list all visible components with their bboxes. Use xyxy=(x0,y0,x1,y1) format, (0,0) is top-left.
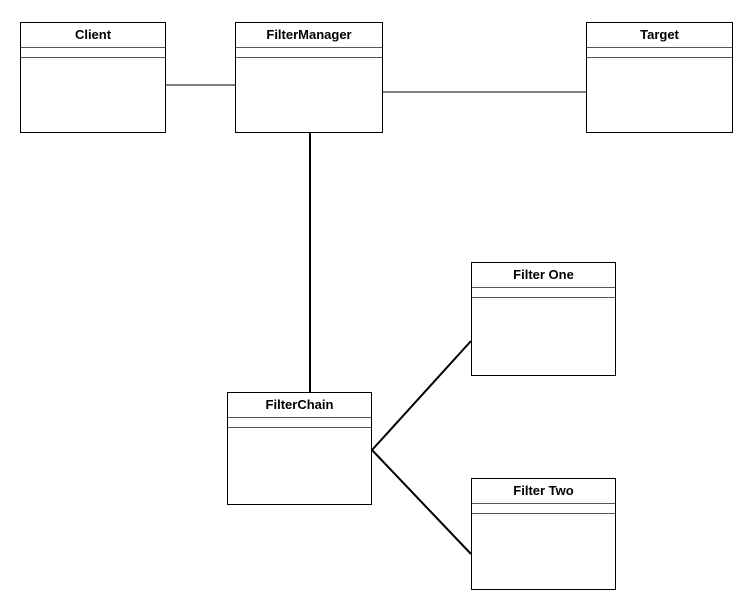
class-name-filter-chain: FilterChain xyxy=(228,393,371,418)
class-name-filter-one: Filter One xyxy=(472,263,615,288)
class-name-target: Target xyxy=(587,23,732,48)
class-box-filter-chain[interactable]: FilterChain xyxy=(227,392,372,505)
class-name-filter-two: Filter Two xyxy=(472,479,615,504)
class-operations-filter-manager xyxy=(236,58,382,132)
class-operations-filter-two xyxy=(472,514,615,589)
class-operations-client xyxy=(21,58,165,132)
class-name-filter-manager: FilterManager xyxy=(236,23,382,48)
connector-filter-chain-to-filter-two[interactable] xyxy=(371,449,472,555)
class-name-client: Client xyxy=(21,23,165,48)
class-box-filter-one[interactable]: Filter One xyxy=(471,262,616,376)
class-operations-target xyxy=(587,58,732,132)
class-attributes-filter-manager xyxy=(236,48,382,58)
class-box-target[interactable]: Target xyxy=(586,22,733,133)
class-attributes-client xyxy=(21,48,165,58)
class-attributes-filter-one xyxy=(472,288,615,298)
class-box-filter-two[interactable]: Filter Two xyxy=(471,478,616,590)
class-box-client[interactable]: Client xyxy=(20,22,166,133)
class-box-filter-manager[interactable]: FilterManager xyxy=(235,22,383,133)
connector-filter-chain-to-filter-one[interactable] xyxy=(371,340,472,451)
class-attributes-filter-two xyxy=(472,504,615,514)
class-attributes-target xyxy=(587,48,732,58)
class-operations-filter-chain xyxy=(228,428,371,504)
class-attributes-filter-chain xyxy=(228,418,371,428)
class-operations-filter-one xyxy=(472,298,615,375)
